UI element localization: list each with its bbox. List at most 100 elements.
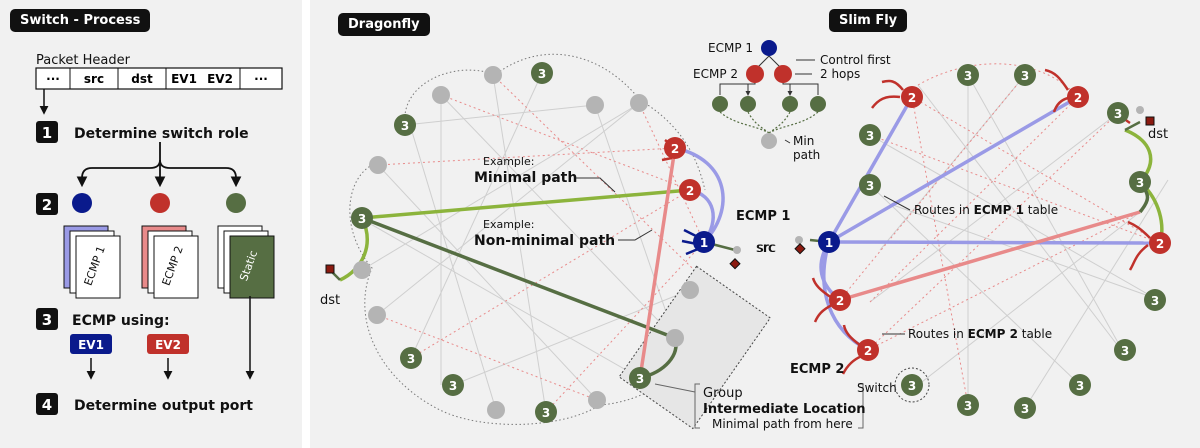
green-role-dot xyxy=(226,193,246,213)
ev2-badge: EV2 xyxy=(147,334,189,354)
dragonfly-labeled-nodes: 3 3 3 3 3 3 3 2 2 1 xyxy=(351,62,715,423)
header-field-ev1: EV1 xyxy=(171,72,197,86)
switch-process-title: Switch - Process xyxy=(10,9,151,32)
slimfly-title: Slim Fly xyxy=(829,9,908,32)
dragonfly-src-terminal xyxy=(729,258,741,270)
group-label: Group xyxy=(703,386,743,401)
step-4: 4 Determine output port xyxy=(36,393,253,415)
svg-text:EV2: EV2 xyxy=(155,338,181,352)
dragonfly-title: Dragonfly xyxy=(338,13,430,36)
svg-text:2: 2 xyxy=(1156,237,1164,251)
dragonfly-dst-terminal xyxy=(325,264,335,274)
svg-text:2: 2 xyxy=(671,142,679,156)
ev1-badge: EV1 xyxy=(70,334,112,354)
svg-text:3: 3 xyxy=(1114,107,1122,121)
svg-text:2: 2 xyxy=(864,344,872,358)
svg-text:3: 3 xyxy=(449,379,457,393)
ecmp-legend: ECMP 1 ECMP 2 Control first 2 hops Min p… xyxy=(693,40,891,162)
slimfly-nodes: 3 3 3 3 3 3 3 3 3 3 3 3 2 2 2 2 2 1 xyxy=(818,64,1171,419)
example-label-1: Example: xyxy=(483,155,534,168)
step-1: 1 Determine switch role xyxy=(36,121,249,143)
step-2: 2 xyxy=(36,193,58,215)
svg-text:3: 3 xyxy=(538,67,546,81)
svg-text:3: 3 xyxy=(542,406,550,420)
switch-label: Switch xyxy=(857,381,897,395)
svg-text:1: 1 xyxy=(700,236,708,250)
ecmp1-table-stack: ECMP 1 xyxy=(63,225,121,299)
svg-text:3: 3 xyxy=(407,352,415,366)
svg-text:2: 2 xyxy=(686,184,694,198)
svg-text:3: 3 xyxy=(636,372,644,386)
nonminimal-path-label: Non-minimal path xyxy=(474,233,615,249)
svg-text:2: 2 xyxy=(1074,91,1082,105)
legend-ecmp2: ECMP 2 xyxy=(693,67,738,81)
header-field-dst: dst xyxy=(131,72,153,86)
blue-role-dot xyxy=(72,193,92,213)
legend-control-2: 2 hops xyxy=(820,67,860,81)
header-field-ev2: EV2 xyxy=(207,72,233,86)
slimfly-ecmp2-label: ECMP 2 xyxy=(790,362,844,377)
dragonfly-background-links xyxy=(349,53,721,425)
svg-text:3: 3 xyxy=(964,399,972,413)
svg-text:1: 1 xyxy=(825,236,833,250)
svg-text:3: 3 xyxy=(1121,344,1129,358)
svg-text:4: 4 xyxy=(42,396,52,414)
svg-text:EV1: EV1 xyxy=(78,338,104,352)
slimfly-paths xyxy=(809,68,1164,375)
slimfly-src-dot xyxy=(795,236,803,244)
slimfly-src-terminal xyxy=(794,243,806,255)
slimfly-background-links xyxy=(839,63,1169,409)
packet-header-label: Packet Header xyxy=(36,53,131,68)
svg-text:1: 1 xyxy=(42,124,52,142)
slimfly-dst-dot xyxy=(1136,106,1144,114)
slimfly-src-label: src xyxy=(757,241,776,256)
dragonfly-paths xyxy=(328,139,736,380)
legend-min-2: path xyxy=(793,148,820,162)
step-1-text: Determine switch role xyxy=(74,126,249,142)
svg-text:2: 2 xyxy=(908,91,916,105)
routes-ecmp2-label: Routes in ECMP 2 table xyxy=(908,327,1052,341)
static-table-stack: Static xyxy=(217,225,275,299)
intermediate-group-box xyxy=(618,265,771,430)
svg-text:3: 3 xyxy=(401,119,409,133)
slimfly-dst-label: dst xyxy=(1148,127,1168,142)
red-role-dot xyxy=(150,193,170,213)
svg-text:3: 3 xyxy=(866,179,874,193)
dragonfly-ecmp1-label: ECMP 1 xyxy=(736,209,790,224)
minimal-from-here-label: Minimal path from here xyxy=(712,417,853,431)
dragonfly-src-label: src xyxy=(756,241,775,256)
packet-header: ··· src dst EV1 EV2 ··· xyxy=(35,67,283,90)
header-field: ··· xyxy=(46,72,60,86)
step-3-text: ECMP using: xyxy=(72,313,170,329)
svg-text:2: 2 xyxy=(42,196,52,214)
svg-text:3: 3 xyxy=(358,212,366,226)
svg-text:3: 3 xyxy=(964,69,972,83)
minimal-path-label: Minimal path xyxy=(474,170,577,186)
header-field-src: src xyxy=(84,72,104,86)
legend-ecmp1: ECMP 1 xyxy=(708,41,753,55)
ecmp2-table-stack: ECMP 2 xyxy=(141,225,199,299)
routes-ecmp1-label: Routes in ECMP 1 table xyxy=(914,203,1058,217)
svg-text:3: 3 xyxy=(1136,176,1144,190)
legend-control-1: Control first xyxy=(820,53,891,67)
svg-text:3: 3 xyxy=(1021,402,1029,416)
svg-text:3: 3 xyxy=(1076,379,1084,393)
svg-text:2: 2 xyxy=(836,294,844,308)
header-field: ··· xyxy=(254,72,268,86)
svg-text:3: 3 xyxy=(908,379,916,393)
switch-highlight-ring xyxy=(894,367,930,403)
svg-text:3: 3 xyxy=(1021,69,1029,83)
intermediate-location-label: Intermediate Location xyxy=(703,402,866,417)
svg-text:3: 3 xyxy=(866,129,874,143)
svg-text:3: 3 xyxy=(42,311,52,329)
svg-text:3: 3 xyxy=(1151,294,1159,308)
example-label-2: Example: xyxy=(483,218,534,231)
step-4-text: Determine output port xyxy=(74,398,253,414)
step-3: 3 ECMP using: xyxy=(36,308,170,330)
slimfly-dst-terminal xyxy=(1145,116,1155,126)
dragonfly-nodes xyxy=(353,66,699,419)
legend-min-1: Min xyxy=(793,134,814,148)
dragonfly-dst-label: dst xyxy=(320,293,340,308)
dragonfly-src-dot xyxy=(733,246,741,254)
